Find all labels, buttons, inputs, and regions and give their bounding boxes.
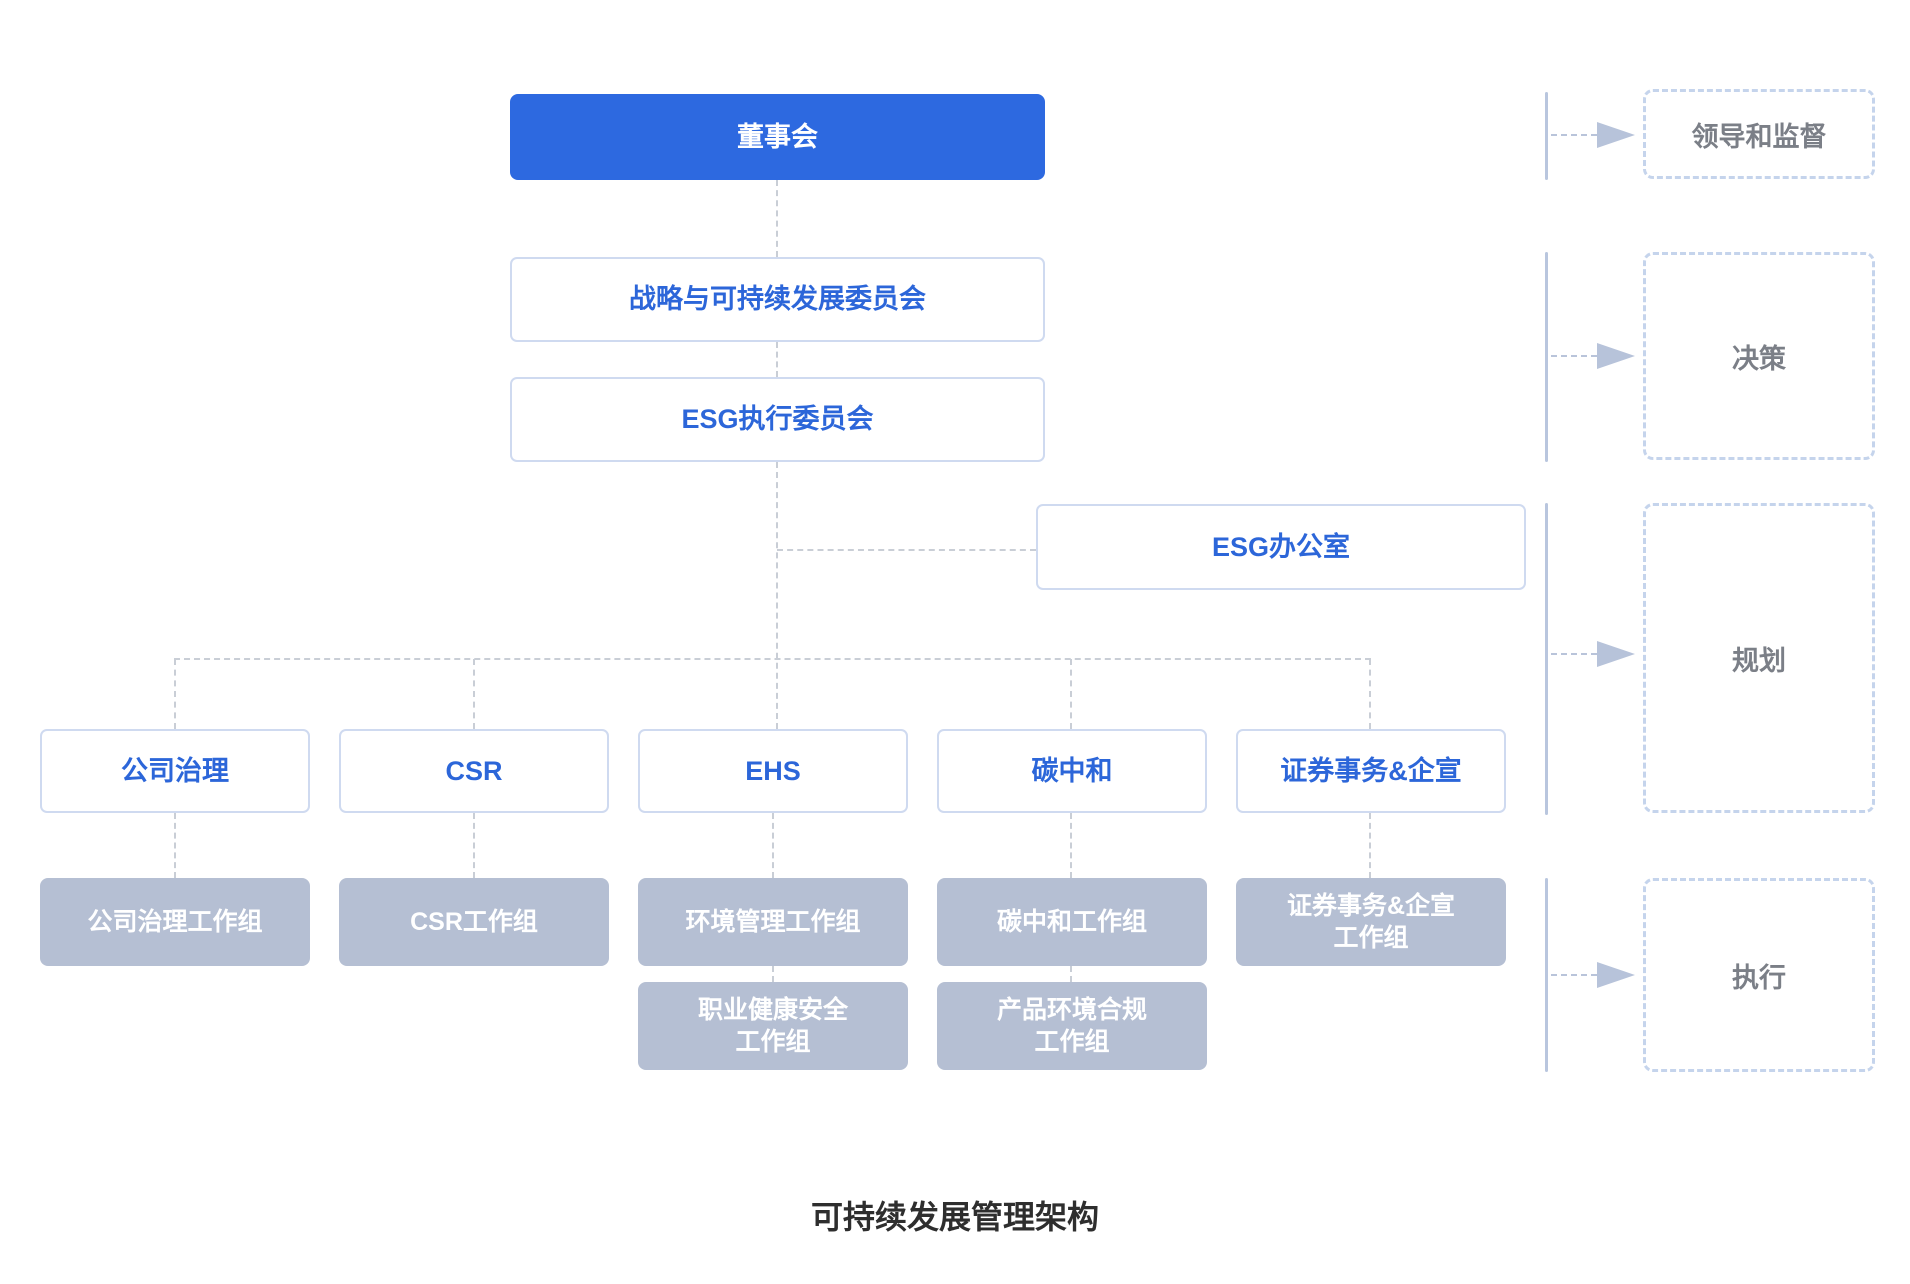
connector-branch-governance — [174, 659, 176, 729]
stage-box-decision: 决策 — [1643, 252, 1875, 460]
connector-to-esg-office — [777, 549, 1036, 551]
dept-box-csr: CSR — [339, 729, 609, 813]
stage-rule-supervision — [1545, 92, 1548, 180]
connector-branch-carbon — [1070, 659, 1072, 729]
workgroup-box-securities: 证券事务&企宣 工作组 — [1236, 878, 1506, 966]
workgroup-box-carbon: 碳中和工作组 — [937, 878, 1207, 966]
stage-rule-decision — [1545, 252, 1548, 462]
workgroup-box-ohs: 职业健康安全 工作组 — [638, 982, 908, 1070]
workgroup-box-governance: 公司治理工作组 — [40, 878, 310, 966]
esg-office-box: ESG办公室 — [1036, 504, 1526, 590]
connector-securities-workgroup — [1369, 813, 1371, 878]
dept-box-securities: 证券事务&企宣 — [1236, 729, 1506, 813]
workgroup-box-environment: 环境管理工作组 — [638, 878, 908, 966]
stage-rule-planning — [1545, 503, 1548, 815]
arrow-icon-planning — [1597, 641, 1635, 667]
connector-carbon-product — [1070, 966, 1072, 982]
connector-branch-line — [174, 658, 1371, 660]
strategy-committee-box: 战略与可持续发展委员会 — [510, 257, 1045, 342]
connector-governance-workgroup — [174, 813, 176, 878]
connector-strategy-esgexec — [776, 342, 778, 377]
stage-box-execution: 执行 — [1643, 878, 1875, 1072]
chart-title: 可持续发展管理架构 — [810, 1199, 1099, 1235]
esg-exec-committee-box: ESG执行委员会 — [510, 377, 1045, 462]
workgroup-box-csr: CSR工作组 — [339, 878, 609, 966]
stage-rule-execution — [1545, 878, 1548, 1072]
workgroup-box-product-compliance: 产品环境合规 工作组 — [937, 982, 1207, 1070]
connector-esgexec-down — [776, 462, 778, 729]
arrow-icon-execution — [1597, 962, 1635, 988]
arrow-icon-decision — [1597, 343, 1635, 369]
connector-branch-securities — [1369, 659, 1371, 729]
board-box: 董事会 — [510, 94, 1045, 180]
connector-csr-workgroup — [473, 813, 475, 878]
arrow-line-execution — [1551, 974, 1597, 976]
dept-box-ehs: EHS — [638, 729, 908, 813]
connector-ehs-workgroup — [772, 813, 774, 878]
stage-box-supervision: 领导和监督 — [1643, 89, 1875, 179]
arrow-line-supervision — [1551, 134, 1597, 136]
dept-box-carbon: 碳中和 — [937, 729, 1207, 813]
connector-board-strategy — [776, 180, 778, 257]
connector-environment-ohs — [772, 966, 774, 982]
arrow-icon-supervision — [1597, 122, 1635, 148]
connector-branch-csr — [473, 659, 475, 729]
connector-carbon-workgroup — [1070, 813, 1072, 878]
arrow-line-decision — [1551, 355, 1597, 357]
stage-box-planning: 规划 — [1643, 503, 1875, 813]
dept-box-governance: 公司治理 — [40, 729, 310, 813]
arrow-line-planning — [1551, 653, 1597, 655]
